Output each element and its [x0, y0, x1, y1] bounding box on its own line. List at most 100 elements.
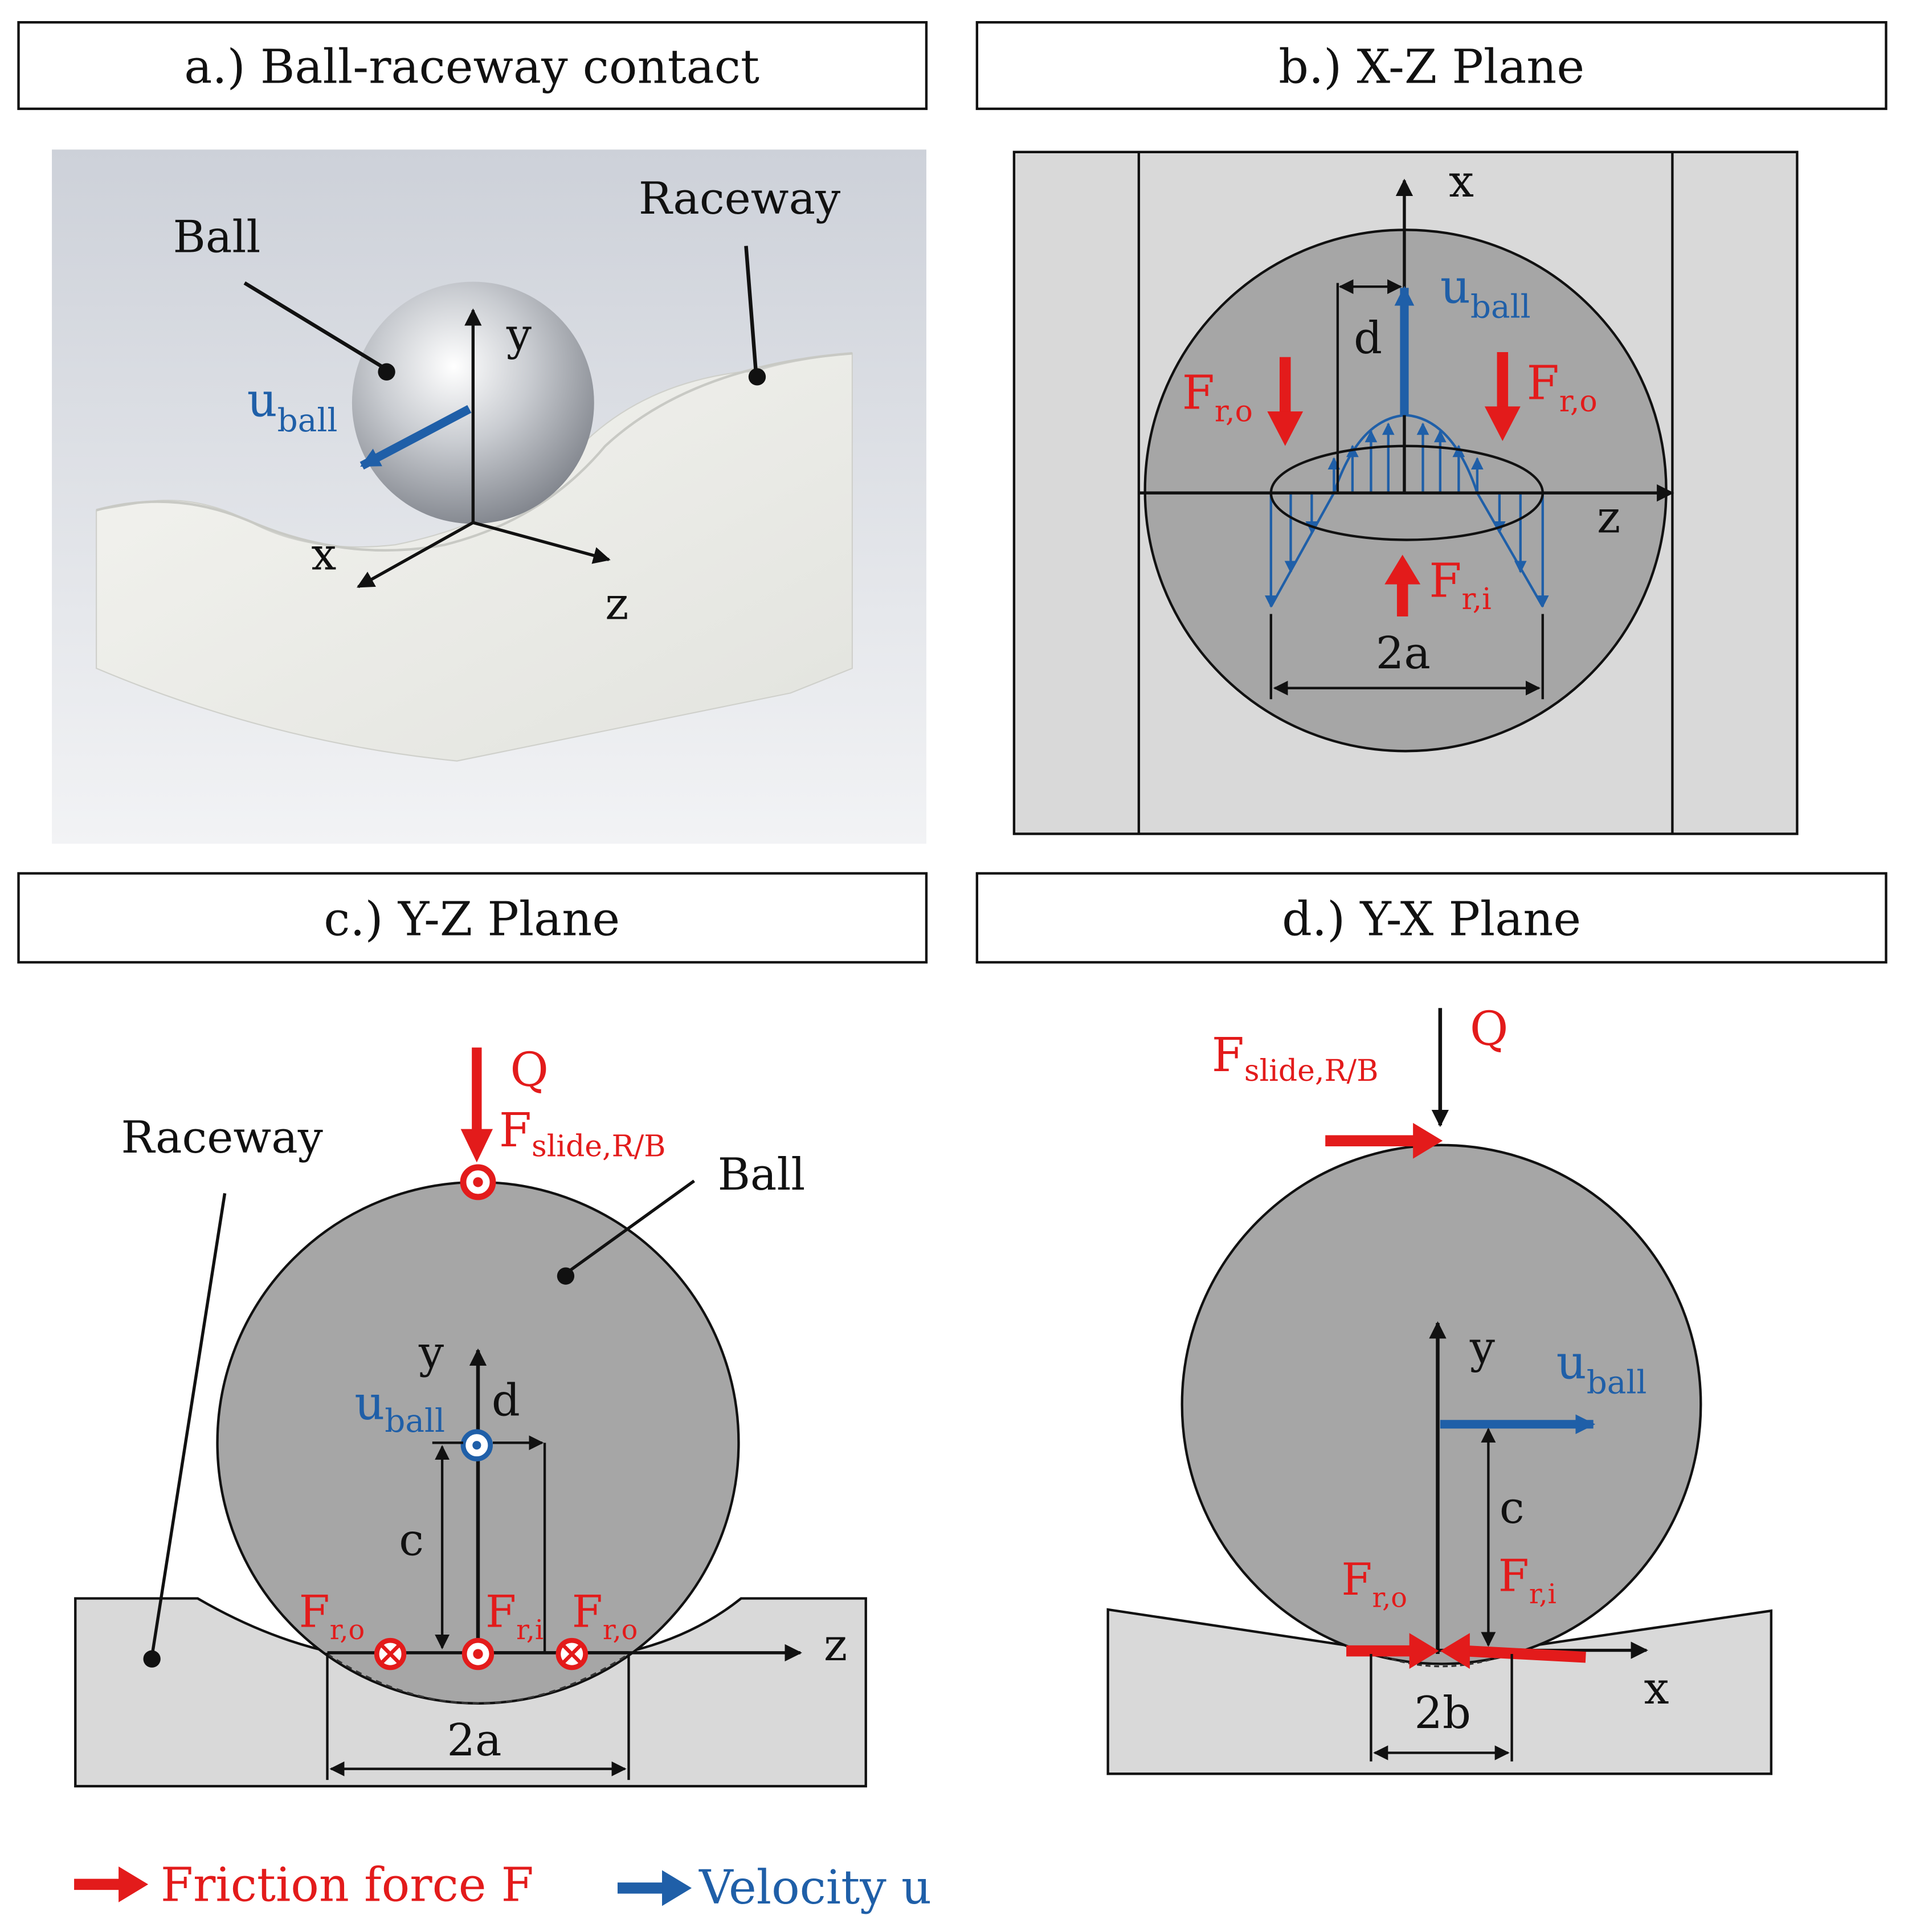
panel-b-axis-z-label: z	[1597, 492, 1620, 544]
panel-c-ball-pointer	[565, 1179, 695, 1275]
panel-b-fro-right-main: F	[1527, 356, 1559, 410]
panel-d-title-box	[975, 872, 1888, 964]
panel-d-fslide-arrow	[1325, 1122, 1443, 1159]
panel-c-fri-out-of-page	[461, 1637, 495, 1670]
panel-b-title: b.) X-Z Plane	[1278, 40, 1584, 94]
panel-a-raceway-label: Raceway	[639, 173, 840, 224]
panel-c-ball-label: Ball	[718, 1149, 806, 1200]
ball-pointer-line	[243, 281, 388, 371]
panel-a-axis-z-label: z	[605, 578, 628, 630]
panel-c-raceway-dot	[143, 1650, 161, 1668]
panel-a-x-axis	[357, 521, 474, 589]
panel-c-fro-left-main: F	[299, 1586, 330, 1637]
panel-d-q-label: Q	[1470, 1002, 1509, 1056]
legend-velocity-label: Velocity u	[698, 1861, 932, 1915]
panel-c: c.) Y-Z Plane Raceway Ball Q Fslide,R/B …	[17, 872, 928, 1788]
panel-d: d.) Y-X Plane Q Fslide,R/B y x uball c	[975, 872, 1888, 1775]
panel-d-c-label: c	[1500, 1482, 1525, 1534]
panel-c-velocity-dot	[472, 1441, 481, 1450]
panel-d-fro-sub: r,o	[1372, 1583, 1407, 1614]
panel-c-raceway-label: Raceway	[121, 1112, 322, 1163]
panel-d-u-main: u	[1556, 1336, 1587, 1390]
panel-c-fro-left-sub: r,o	[330, 1615, 365, 1646]
panel-c-fslide-label: Fslide,R/B	[499, 1104, 666, 1163]
panel-d-fro-arrow	[1346, 1633, 1439, 1669]
panel-b-fro-right	[1484, 352, 1521, 442]
panel-c-ball-hidden-arc	[326, 1653, 630, 1705]
panel-b-title-box	[975, 21, 1888, 111]
panel-d-fslide-main: F	[1212, 1028, 1244, 1083]
legend-velocity-arrow	[617, 1870, 692, 1906]
panel-c-raceway-pointer	[150, 1192, 227, 1657]
panel-d-axis-x-label: x	[1644, 1663, 1669, 1714]
panel-a-title: a.) Ball-raceway contact	[184, 40, 759, 94]
panel-b-u-main: u	[1440, 260, 1470, 314]
panel-c-fro-right-into-page	[555, 1637, 588, 1670]
legend: Friction force F Velocity u	[74, 1859, 932, 1915]
panel-b: b.) X-Z Plane x z	[975, 21, 1888, 835]
panel-a-ball-label: Ball	[173, 211, 261, 263]
panel-b-2a-label: 2a	[1376, 628, 1431, 679]
panel-c-fri-sub: r,i	[516, 1615, 544, 1646]
panel-c-d-label: d	[492, 1375, 520, 1427]
panel-d-u-sub: ball	[1587, 1365, 1647, 1402]
panel-c-title: c.) Y-Z Plane	[324, 892, 620, 946]
raceway-pointer-dot	[748, 368, 766, 386]
raceway-pointer-line	[744, 246, 758, 372]
panel-d-ball	[1180, 1143, 1702, 1665]
panel-d-fri-main: F	[1498, 1550, 1529, 1602]
panel-a-z-axis	[472, 521, 611, 564]
panel-d-title: d.) Y-X Plane	[1282, 892, 1581, 946]
panel-d-fslide-label: Fslide,R/B	[1212, 1028, 1379, 1088]
panel-c-axis-y-label: y	[418, 1327, 444, 1378]
ball-pointer-dot	[378, 363, 395, 381]
panel-b-fri-sub: r,i	[1461, 582, 1491, 616]
panel-c-fslide-sub: slide,R/B	[532, 1129, 666, 1163]
panel-b-fro-left-label: Fr,o	[1182, 366, 1253, 429]
panel-a-title-box	[17, 21, 928, 111]
panel-b-fro-right-sub: r,o	[1559, 385, 1598, 419]
panel-c-title-box	[17, 872, 928, 964]
panel-c-fslide-main: F	[499, 1104, 532, 1158]
panel-b-fri-label: Fr,i	[1429, 554, 1491, 616]
panel-c-fri-label: Fr,i	[485, 1586, 544, 1646]
panel-c-2a-label: 2a	[447, 1715, 501, 1766]
panel-d-fri-sub: r,i	[1529, 1579, 1556, 1610]
panel-a-u-sub: ball	[277, 402, 338, 439]
panel-c-fri-main: F	[485, 1586, 516, 1637]
panel-a-u-main: u	[247, 374, 277, 428]
panel-a-velocity-arrow	[359, 405, 472, 470]
panel-b-fro-left-main: F	[1182, 366, 1215, 420]
panel-c-fro-right-sub: r,o	[603, 1615, 638, 1646]
panel-c-slide-dot	[473, 1177, 483, 1187]
panel-b-fro-right-label: Fr,o	[1527, 356, 1598, 419]
panel-c-u-label: uball	[354, 1377, 445, 1440]
panel-d-hidden-arc	[1383, 1655, 1501, 1668]
panel-b-fro-left	[1267, 357, 1304, 446]
panel-d-fro-label: Fr,o	[1341, 1554, 1407, 1614]
legend-friction-arrow	[74, 1866, 149, 1902]
panel-b-u-sub: ball	[1470, 288, 1531, 325]
panel-a: a.) Ball-raceway contact Ball Raceway y …	[17, 21, 928, 844]
raceway-groove	[96, 352, 853, 552]
panel-c-q-label: Q	[510, 1043, 549, 1097]
panel-c-ball-dot	[557, 1267, 575, 1285]
panel-b-fri	[1384, 554, 1421, 616]
panel-b-fro-left-sub: r,o	[1215, 394, 1253, 428]
panel-b-d-label: d	[1354, 313, 1382, 364]
panel-a-axis-y-label: y	[506, 309, 532, 361]
panel-d-axis-y-label: y	[1469, 1322, 1495, 1373]
panel-c-c-label: c	[399, 1515, 424, 1566]
legend-friction-label: Friction force F	[161, 1859, 534, 1913]
panel-b-axis-x-label: x	[1449, 156, 1474, 207]
panel-c-axis-z-label: z	[824, 1620, 847, 1671]
panel-b-u-label: uball	[1440, 260, 1531, 325]
raceway-block	[96, 352, 853, 762]
panel-d-2b-label: 2b	[1414, 1688, 1471, 1739]
panel-c-fro-right-label: Fr,o	[572, 1586, 638, 1646]
panel-a-u-label: uball	[247, 374, 338, 439]
panel-d-fro-main: F	[1341, 1554, 1372, 1606]
panel-c-fro-right-main: F	[572, 1586, 603, 1637]
panel-c-fro-left-into-page	[374, 1637, 407, 1670]
